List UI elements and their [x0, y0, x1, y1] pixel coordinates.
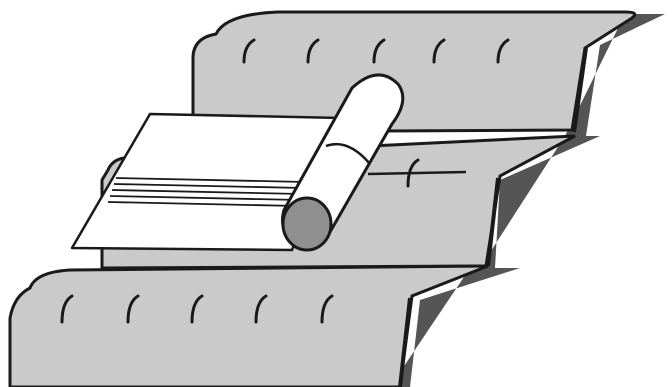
upper-panel-surface — [193, 12, 635, 132]
lower-panel-surface — [10, 266, 488, 387]
lower-panel — [10, 266, 520, 387]
roller-end-cap — [283, 198, 331, 250]
